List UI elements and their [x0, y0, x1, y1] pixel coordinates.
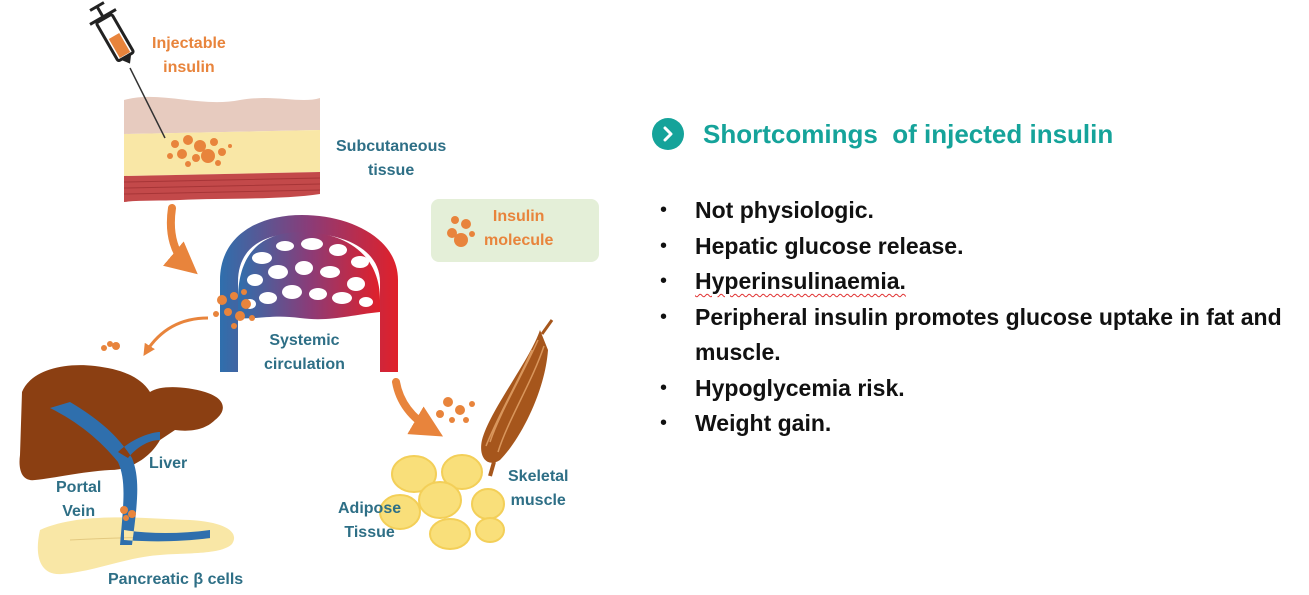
list-item: Hepatic glucose release.: [660, 229, 1300, 265]
heading-text: Shortcomings of injected insulin: [703, 118, 1114, 149]
arrow-circulation-to-liver: [143, 316, 209, 357]
systemic-circulation-vessels: [220, 215, 398, 372]
liver-label: Liver: [149, 455, 188, 472]
portal-vein-label: Portal Vein: [56, 479, 102, 520]
chevron-right-icon: [652, 118, 684, 150]
skeletal-muscle-label: Skeletal muscle: [508, 468, 569, 509]
insulin-pathway-diagram: [19, 1, 554, 575]
pancreatic-cells-label: Pancreatic β cells: [108, 571, 244, 588]
injectable-insulin-label: Injectable insulin: [152, 35, 226, 76]
list-item: Weight gain.: [660, 406, 1300, 442]
syringe-icon: [89, 1, 135, 64]
adipose-tissue-label: Adipose Tissue: [338, 500, 402, 541]
arrow-skin-to-circulation: [163, 204, 198, 275]
list-item: Not physiologic.: [660, 193, 1300, 229]
insulin-near-tissues: [436, 397, 475, 423]
insulin-molecule-icon: [447, 216, 475, 247]
liver-icon: [19, 365, 223, 481]
systemic-circulation-label: Systemic circulation: [264, 332, 345, 373]
pancreas-icon: [37, 517, 235, 575]
arrow-circulation-to-tissues: [392, 378, 444, 437]
skeletal-muscle-icon: [481, 319, 554, 477]
insulin-depot: [167, 135, 232, 167]
insulin-in-circulation: [213, 289, 255, 329]
needle: [129, 67, 166, 139]
list-item: Hyperinsulinaemia.: [660, 264, 1300, 300]
list-item: Hypoglycemia risk.: [660, 371, 1300, 407]
shortcomings-heading: Shortcomings of injected insulin: [652, 118, 1113, 150]
portal-vein-icon: [50, 402, 210, 545]
subcutaneous-tissue-label: Subcutaneous tissue: [336, 138, 447, 179]
insulin-molecule-label: Insulin molecule: [484, 208, 554, 249]
epidermis-layer: [124, 96, 320, 134]
list-item: Peripheral insulin promotes glucose upta…: [660, 300, 1300, 371]
shortcomings-list: Not physiologic. Hepatic glucose release…: [660, 193, 1300, 442]
adipose-tissue-icon: [379, 454, 505, 550]
